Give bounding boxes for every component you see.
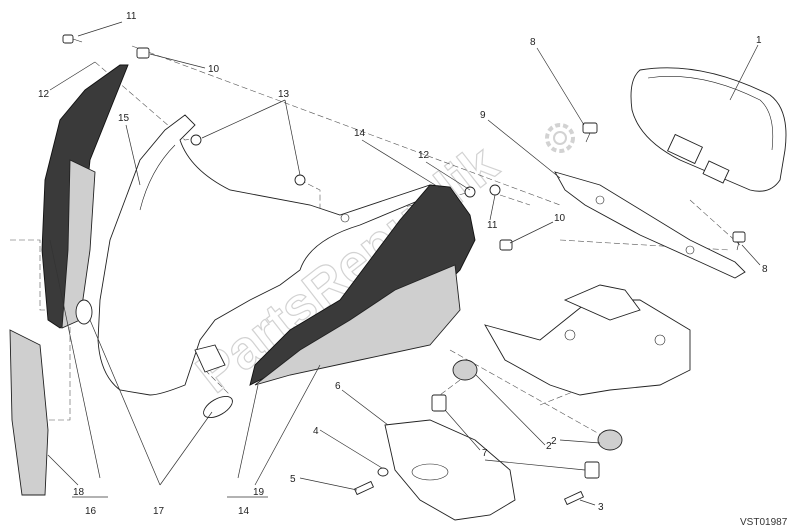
callout-3: 3 <box>598 502 604 513</box>
assembly-dashed-lines <box>10 45 741 441</box>
mounting-bracket <box>554 171 746 279</box>
callout-19: 19 <box>253 487 265 498</box>
callout-10-top: 10 <box>208 64 220 75</box>
callout-8-upper: 8 <box>530 37 536 48</box>
nut-13-lower <box>294 174 306 186</box>
screw-11-right <box>489 184 501 196</box>
callout-9: 9 <box>480 110 486 121</box>
washer-4 <box>377 467 389 477</box>
callout-14-lower: 14 <box>238 506 250 517</box>
callout-2-right: 2 <box>551 436 557 447</box>
fairing-bracket-lower <box>194 344 226 373</box>
spacer-2-left <box>452 359 478 381</box>
lower-cover <box>384 419 516 521</box>
callout-11-top: 11 <box>126 11 137 22</box>
callout-1: 1 <box>756 35 762 46</box>
screw-8-lower <box>732 231 746 251</box>
front-fairing <box>97 114 447 396</box>
screw-11-top <box>62 34 83 44</box>
callout-12-right: 12 <box>418 150 430 161</box>
callout-10-right: 10 <box>554 213 566 224</box>
callout-17: 17 <box>153 506 165 517</box>
callout-5: 5 <box>290 474 296 485</box>
callout-14-upper: 14 <box>354 128 366 139</box>
side-panel-lower-strip <box>9 329 49 496</box>
callout-7: 7 <box>482 448 488 459</box>
nut-12-right <box>464 186 476 198</box>
nut-13-upper <box>190 134 202 146</box>
drawing-code: VST01987 <box>740 517 788 528</box>
callout-16: 16 <box>85 506 97 517</box>
spacer-7-right <box>584 461 600 479</box>
rubber-grommet-upper <box>75 299 93 325</box>
right-side-panel <box>249 184 476 386</box>
spacer-2-right <box>597 429 623 451</box>
callout-12-left: 12 <box>38 89 50 100</box>
callout-2-left: 2 <box>546 441 552 452</box>
left-side-panel <box>41 64 129 329</box>
callout-6: 6 <box>335 381 341 392</box>
spacer-7-left <box>431 394 447 412</box>
callout-15: 15 <box>118 113 130 124</box>
gear-icon <box>545 123 575 153</box>
clip-10-right <box>499 239 513 251</box>
screw-3 <box>563 490 585 506</box>
clip-10-top <box>136 47 150 59</box>
callout-labels: 11 12 10 13 15 14 12 11 9 8 1 10 8 6 2 7… <box>38 11 768 517</box>
instrument-panel <box>630 67 787 192</box>
callout-4: 4 <box>313 426 319 437</box>
leader-lines <box>47 21 761 506</box>
screw-5 <box>353 480 375 496</box>
callout-18: 18 <box>73 487 85 498</box>
screw-8-upper <box>582 122 598 143</box>
callout-11-right: 11 <box>487 220 498 231</box>
callout-8-lower: 8 <box>762 264 768 275</box>
callout-13: 13 <box>278 89 290 100</box>
support-bracket <box>484 284 691 396</box>
rubber-grommet-lower <box>203 395 233 419</box>
